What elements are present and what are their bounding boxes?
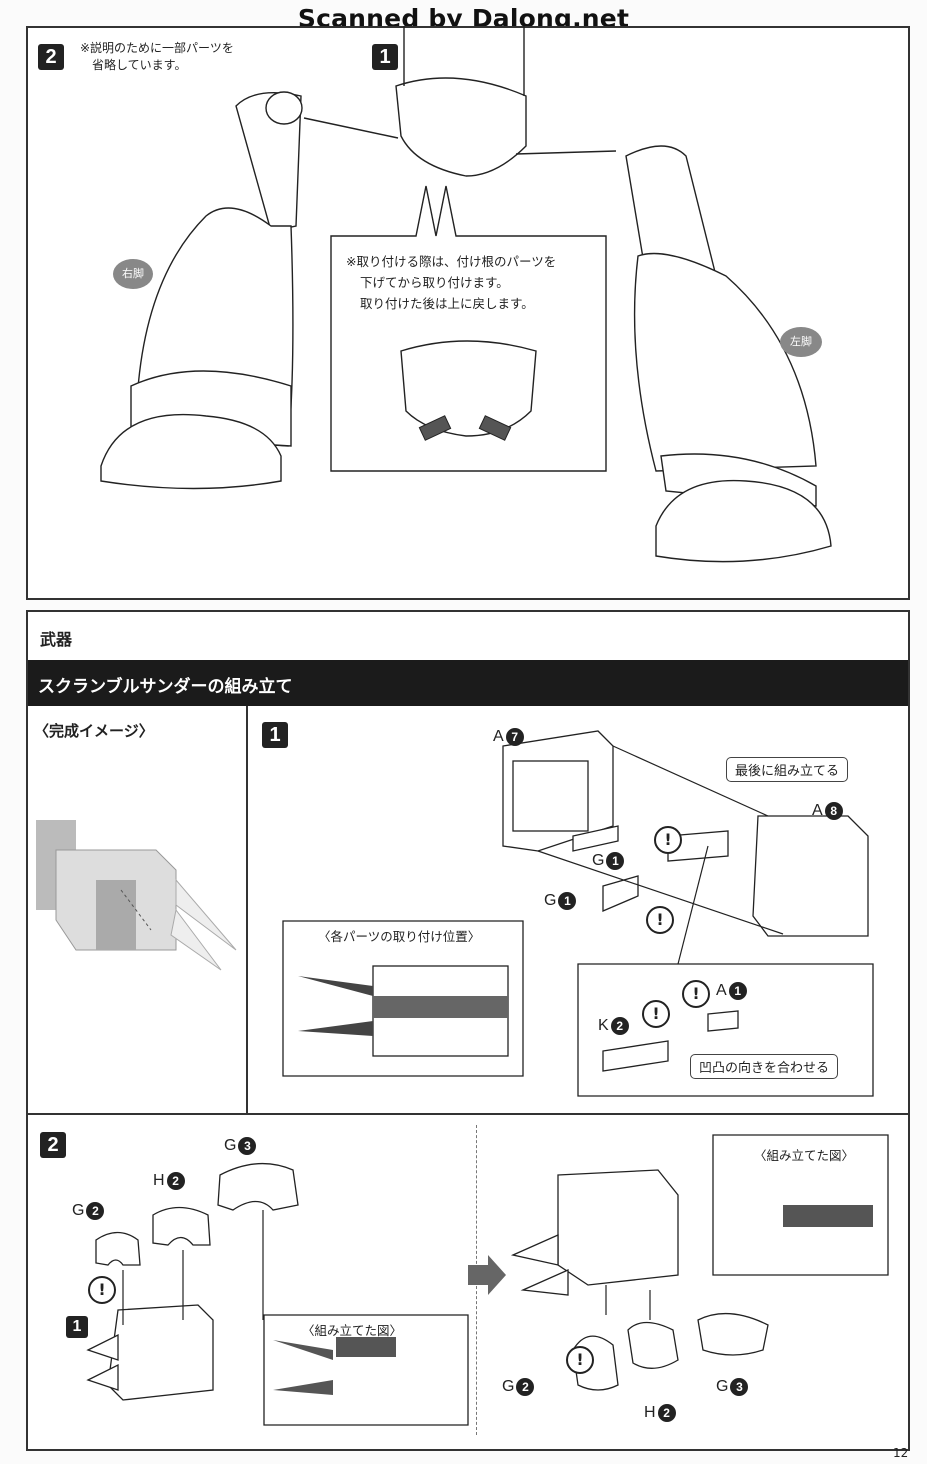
page-number: 12 bbox=[893, 1446, 909, 1460]
step-2-note-line-2: 省略しています。 bbox=[92, 58, 187, 72]
part-g3-number: 3 bbox=[238, 1137, 257, 1155]
barrel-part-1: 1 bbox=[66, 1316, 88, 1338]
weapons-section-heading: 武器 bbox=[40, 630, 73, 649]
left-leg-label: 左脚 bbox=[780, 327, 822, 357]
part-k2-number: 2 bbox=[610, 1017, 629, 1035]
part-k2-letter: K bbox=[598, 1017, 609, 1035]
part-g1-upper-letter: G bbox=[592, 852, 605, 870]
part-h2-number: 2 bbox=[166, 1172, 185, 1190]
caution-icon: ! bbox=[646, 906, 674, 934]
part-g3-letter: G bbox=[224, 1137, 237, 1155]
horizontal-divider bbox=[28, 1113, 908, 1115]
right-leg-label: 右脚 bbox=[113, 259, 153, 289]
align-notches-tag: 凹凸の向きを合わせる bbox=[690, 1054, 839, 1079]
part-h2-right-letter: H bbox=[644, 1404, 656, 1422]
caution-icon: ! bbox=[566, 1346, 594, 1374]
caution-icon: ! bbox=[88, 1276, 116, 1304]
completed-weapon-photo bbox=[36, 820, 237, 971]
part-g2-right-letter: G bbox=[502, 1378, 515, 1396]
part-g2-letter: G bbox=[72, 1202, 85, 1220]
step-number-2-weapon: 2 bbox=[40, 1132, 66, 1158]
part-a8-letter: A bbox=[812, 802, 823, 820]
part-a8-number: 8 bbox=[824, 802, 843, 820]
callout-line-3: 取り付けた後は上に戻します。 bbox=[360, 296, 534, 311]
assembled-view-title-a: 〈組み立てた図〉 bbox=[302, 1323, 403, 1338]
leg-illustration bbox=[100, 26, 832, 563]
step-number-2-legs: 2 bbox=[38, 44, 64, 70]
callout-line-1: ※取り付ける際は、付け根のパーツを bbox=[346, 254, 557, 269]
step-number-1-weapon: 1 bbox=[262, 722, 288, 748]
part-a1-number: 1 bbox=[728, 982, 747, 1000]
part-g3-right-number: 3 bbox=[730, 1378, 749, 1396]
part-g2-right-number: 2 bbox=[516, 1378, 535, 1396]
part-a7-number: 7 bbox=[505, 728, 524, 746]
scramble-thunder-title: スクランブルサンダーの組み立て bbox=[38, 677, 293, 697]
part-g1-lower-letter: G bbox=[544, 892, 557, 910]
scramble-thunder-title-bar: スクランブルサンダーの組み立て bbox=[28, 660, 908, 706]
part-g1-lower-number: 1 bbox=[558, 892, 577, 910]
caution-icon: ! bbox=[682, 980, 710, 1008]
part-g2-number: 2 bbox=[86, 1202, 105, 1220]
caution-icon: ! bbox=[654, 826, 682, 854]
mounting-positions-title: 〈各パーツの取り付け位置〉 bbox=[318, 929, 481, 944]
weapon-step2-illustration bbox=[86, 1134, 889, 1426]
assembled-view-title-b: 〈組み立てた図〉 bbox=[754, 1148, 855, 1163]
complete-image-label: 〈完成イメージ〉 bbox=[34, 722, 154, 740]
step-2-note: ※説明のために一部パーツを 省略しています。 bbox=[80, 40, 234, 74]
part-h2-right-number: 2 bbox=[657, 1404, 676, 1422]
part-g1-upper-number: 1 bbox=[606, 852, 625, 870]
mounting-callout-text: ※取り付ける際は、付け根のパーツを 下げてから取り付けます。 取り付けた後は上に… bbox=[346, 251, 556, 314]
vertical-divider bbox=[246, 706, 248, 1114]
part-h2-letter: H bbox=[153, 1172, 165, 1190]
part-a7-letter: A bbox=[493, 728, 504, 746]
assemble-last-tag: 最後に組み立てる bbox=[726, 757, 849, 782]
part-a1-letter: A bbox=[716, 982, 727, 1000]
callout-line-2: 下げてから取り付けます。 bbox=[360, 275, 509, 290]
caution-icon: ! bbox=[642, 1000, 670, 1028]
step-2-note-line-1: ※説明のために一部パーツを bbox=[80, 41, 234, 55]
step-number-1-legs: 1 bbox=[372, 44, 398, 70]
part-g3-right-letter: G bbox=[716, 1378, 729, 1396]
